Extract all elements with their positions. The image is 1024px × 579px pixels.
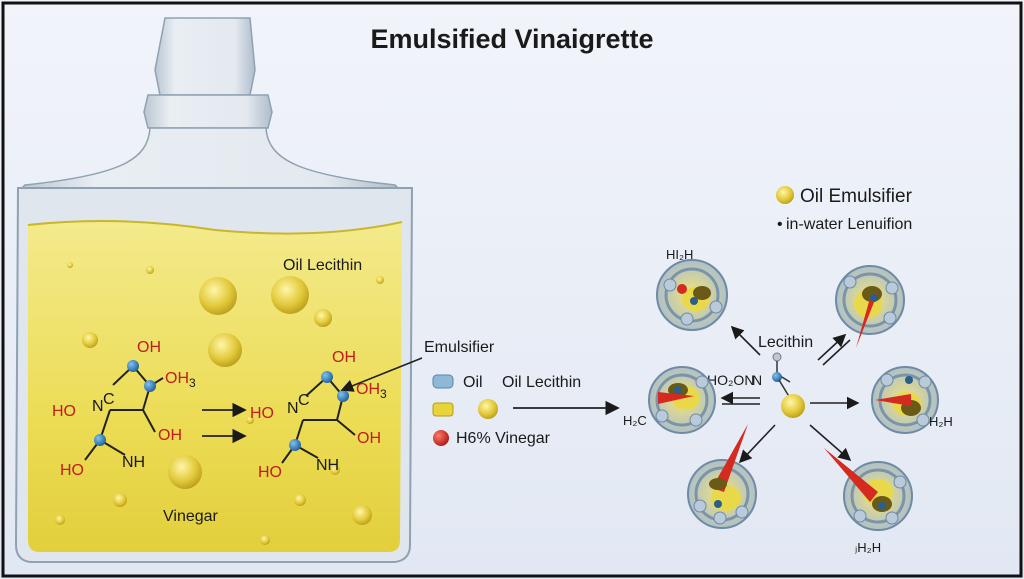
oil-swatch — [432, 374, 454, 389]
chem-n: N — [287, 400, 299, 417]
carbon-atom — [337, 390, 349, 402]
legend-vinegar: H6% Vinegar — [456, 430, 551, 447]
top-legend: Oil Emulsifier • in-water Lenuifion — [776, 186, 913, 233]
molecule-right: OH OH3 HO N C OH HO NH Emulsifier — [250, 339, 495, 481]
bullet: • — [777, 216, 783, 233]
page-title: Emulsified Vinaigrette — [370, 24, 653, 54]
emulsifier-pointer — [340, 357, 423, 392]
center-n-label: N — [752, 372, 762, 388]
vinegar-swatch — [433, 430, 449, 446]
lecithin-label: Lecithin — [758, 334, 813, 351]
oil-droplet — [82, 332, 98, 348]
chem-oh-top: OH — [137, 339, 161, 356]
chem-oh-mid: OH — [158, 427, 182, 444]
bottle-collar — [143, 94, 273, 129]
emulsifier-label: Emulsifier — [424, 339, 495, 356]
oil-droplet — [352, 505, 372, 525]
oil-emulsifier-label: Oil Emulsifier — [800, 186, 913, 207]
yellow-swatch — [432, 402, 454, 417]
legend-oil-lecithin: Oil Lecithin — [502, 374, 581, 391]
micelle-right — [871, 366, 939, 434]
oil-droplet — [113, 493, 127, 507]
oil-droplet — [294, 494, 306, 506]
carbon-atom — [127, 360, 139, 372]
chem-ho-bottom: HO — [258, 464, 282, 481]
chem-oh-top: OH — [332, 349, 356, 366]
oil-droplet — [146, 266, 154, 274]
label-h2h-right: H₂H — [929, 414, 953, 429]
chem-nh: NH — [122, 454, 145, 471]
micelle-arrow — [738, 424, 776, 464]
center-formula: HO₂ON — [707, 372, 754, 388]
chem-c: C — [103, 391, 115, 408]
oil-emulsifier-swatch — [776, 186, 794, 204]
bottle: Oil Lecithin Vinegar — [14, 17, 414, 563]
oil-droplet — [55, 515, 65, 525]
chem-oh3: OH3 — [165, 370, 196, 390]
oil-droplet — [199, 277, 237, 315]
chem-ho: HO — [250, 405, 274, 422]
chem-nh: NH — [316, 457, 339, 474]
legend-oil: Oil — [463, 374, 483, 391]
chem-oh3: OH3 — [356, 381, 387, 401]
in-water-label: in-water Lenuifion — [786, 216, 912, 233]
micelle-arrow — [809, 424, 852, 462]
oil-surface — [27, 220, 403, 235]
oil-droplet — [314, 309, 332, 327]
label-hi2h: HI₂H — [666, 247, 693, 262]
oil-droplet — [260, 535, 270, 545]
oil-lecithin-label: Oil Lecithin — [283, 257, 362, 274]
chem-c: C — [298, 392, 310, 409]
carbon-atom — [94, 434, 106, 446]
oil-droplet — [246, 416, 254, 424]
oil-droplet — [67, 262, 73, 268]
micelle-bottom-right — [824, 448, 913, 531]
chem-ho-bottom: HO — [60, 462, 84, 479]
carbon-atom — [289, 439, 301, 451]
oil-droplet — [208, 333, 242, 367]
label-h2c: H₂C — [623, 413, 647, 428]
micelle-diagram: HO₂ON N Lecithin HI₂H — [623, 247, 953, 555]
vinegar-label: Vinegar — [163, 508, 219, 525]
oil-droplet — [376, 276, 384, 284]
bottle-stopper — [154, 17, 256, 96]
label-h2h-bottom: ⱼH₂H — [854, 540, 881, 555]
yellow-droplet-swatch — [478, 399, 498, 419]
carbon-atom — [321, 371, 333, 383]
oil-droplet — [330, 465, 340, 475]
micelle-top-right — [835, 265, 905, 348]
chem-ho: HO — [52, 403, 76, 420]
center-droplet — [781, 394, 805, 418]
micelle-left — [648, 366, 716, 434]
micelle-top-left — [656, 259, 728, 331]
micelle-arrow — [730, 325, 761, 356]
micelle-bottom-left — [687, 424, 757, 529]
oil-droplet — [271, 276, 309, 314]
oil-liquid — [28, 221, 402, 552]
chem-n: N — [92, 398, 104, 415]
oil-droplet — [168, 455, 202, 489]
molecule-left: OH OH3 HO N C OH HO NH — [52, 339, 196, 479]
chem-oh-mid: OH — [357, 430, 381, 447]
micelle-arrow — [817, 333, 847, 361]
legend: Oil Oil Lecithin H6% Vinegar — [432, 374, 620, 447]
carbon-atom — [144, 380, 156, 392]
micelle-arrow-line — [822, 339, 851, 366]
